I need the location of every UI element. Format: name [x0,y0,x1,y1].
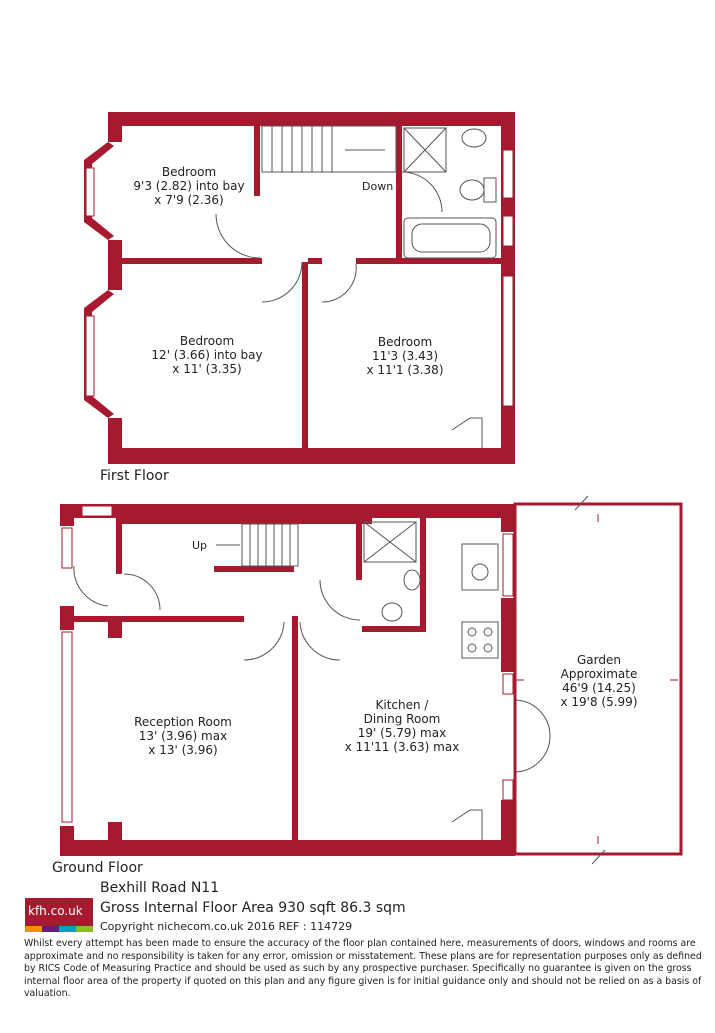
toilet [459,179,485,201]
wall [60,606,74,630]
wall [108,112,122,142]
wall [108,822,122,840]
window [502,149,514,199]
wall [108,616,122,638]
door-swing [243,621,285,661]
room-dimensions: 19' (5.79) max [358,726,446,740]
stairs-label: Up [192,539,207,552]
window [85,167,95,217]
window [502,779,514,801]
door-swing [514,699,551,737]
room-dimensions: 13' (3.96) max [139,729,227,743]
cupboard [451,809,483,840]
window [502,275,514,407]
door-swing [299,621,341,661]
floor-label: First Floor [100,468,169,484]
room-dimensions: 9'3 (2.82) into bay [133,179,244,193]
door-swing [73,565,109,607]
door-swing [321,263,357,303]
wall [292,616,298,840]
cupboard [451,417,483,448]
door-swing [123,573,161,611]
wall [308,258,322,264]
sink-unit [461,543,499,591]
wall [122,258,262,264]
copyright: Copyright nichecom.co.uk 2016 REF : 1147… [100,920,353,933]
wall [116,518,122,574]
window [61,631,73,823]
wall [254,126,260,196]
property-address: Bexhill Road N11 [100,880,220,896]
room-dimensions: 46'9 (14.25) [562,681,636,695]
room-name: Bedroom [180,334,234,348]
room-name: Approximate [561,667,638,681]
window [61,527,73,569]
ground-floor-plan [60,504,515,856]
room-name: Dining Room [364,712,441,726]
wall [108,448,515,464]
wall [356,258,501,264]
wall [356,518,362,580]
room-dimensions: x 11'11 (3.63) max [345,740,460,754]
disclaimer: Whilst every attempt has been made to en… [24,938,702,999]
room-name: Bedroom [378,335,432,349]
room-dimensions: x 13' (3.96) [148,743,217,757]
room-dimensions: x 11'1 (3.38) [366,363,443,377]
wall [60,840,515,856]
first-floor-plan [84,112,515,464]
room-dimensions: x 11' (3.35) [172,362,241,376]
door-swing [261,261,303,303]
room-dimensions: x 19'8 (5.99) [560,695,637,709]
staircase [261,125,397,173]
wall [60,826,74,856]
wall [74,616,244,622]
wall [214,566,294,572]
wall [108,418,122,464]
wall [420,518,426,630]
window [502,215,514,247]
wall [501,504,515,532]
floor-plan: Bedroom 9'3 (2.82) into bay x 7'9 (2.36)… [52,112,683,876]
wall [108,240,122,290]
wall [122,518,372,524]
door-swing [514,735,551,773]
wall [302,262,308,448]
window [81,505,113,517]
shower-tray [363,521,417,563]
floor-label: Ground Floor [52,860,143,876]
room-dimensions: 12' (3.66) into bay [151,348,262,362]
logo-text: kfh.co.uk [28,904,83,918]
room-name: Garden [577,653,621,667]
room-dimensions: 11'3 (3.43) [372,349,438,363]
window [502,533,514,597]
window [502,673,514,695]
room-dimensions: x 7'9 (2.36) [154,193,223,207]
toilet [381,602,403,622]
wall [60,504,74,526]
basin [403,569,421,591]
wall [501,800,515,856]
room-name: Reception Room [134,715,232,729]
room-name: Bedroom [162,165,216,179]
wall [396,126,402,262]
window [85,315,95,397]
logo-color-bar [25,926,93,932]
bath [403,217,497,259]
garden-outline [513,495,683,865]
room-name: Kitchen / [376,698,430,712]
agent-logo: kfh.co.uk [25,898,93,932]
gross-internal-area: Gross Internal Floor Area 930 sqft 86.3 … [100,900,406,916]
wall [60,504,515,518]
stairs-label: Down [362,180,393,193]
wall [362,626,426,632]
basin [461,128,487,148]
wall [501,598,515,672]
door-swing [401,171,443,213]
staircase [241,523,299,567]
door-swing [215,213,261,259]
shower-tray [403,127,447,173]
door-swing [319,579,361,621]
hob [461,621,499,659]
wall [108,112,515,126]
